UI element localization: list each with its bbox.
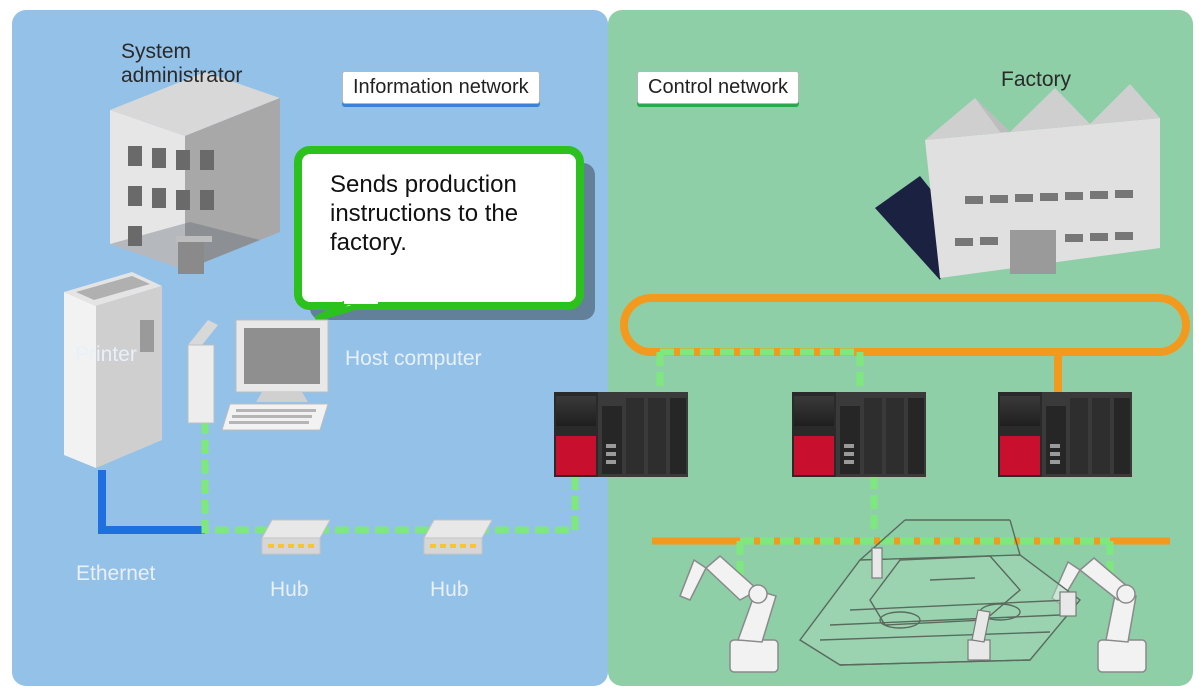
hub-2-icon bbox=[423, 519, 493, 555]
system-administrator-label-line2: administrator bbox=[121, 64, 243, 88]
office-building-icon bbox=[110, 72, 280, 274]
ethernet-label: Ethernet bbox=[76, 562, 156, 585]
ethernet-cable bbox=[98, 470, 205, 534]
factory-label: Factory bbox=[1001, 68, 1072, 91]
callout-text: Sends production instructions to the fac… bbox=[330, 171, 519, 256]
factory-icon bbox=[875, 84, 1160, 280]
plc-2-icon bbox=[792, 392, 926, 477]
hub-2-label: Hub bbox=[430, 578, 469, 601]
robot-arm-left-icon bbox=[679, 555, 779, 673]
hub-1-label: Hub bbox=[270, 578, 309, 601]
system-administrator-label: System administrator bbox=[121, 40, 242, 88]
host-computer-label: Host computer bbox=[345, 347, 482, 370]
plc-3-icon bbox=[998, 392, 1132, 477]
information-network-tag: Information network bbox=[342, 71, 540, 104]
car-chassis-icon bbox=[798, 519, 1082, 666]
robot-arm-small-icon bbox=[871, 547, 1077, 661]
callout-bubble bbox=[294, 146, 595, 321]
hub-1-icon bbox=[261, 519, 331, 555]
plc-1-icon bbox=[554, 392, 688, 477]
network-links bbox=[201, 348, 1114, 580]
control-network-ring bbox=[620, 294, 1190, 356]
system-administrator-label-line1: System bbox=[121, 40, 192, 63]
printer-icon bbox=[64, 272, 162, 468]
host-computer-icon bbox=[187, 319, 329, 431]
printer-label: Printer bbox=[75, 343, 137, 366]
control-network-tag: Control network bbox=[637, 71, 800, 104]
robot-arm-right-icon bbox=[1051, 557, 1147, 673]
